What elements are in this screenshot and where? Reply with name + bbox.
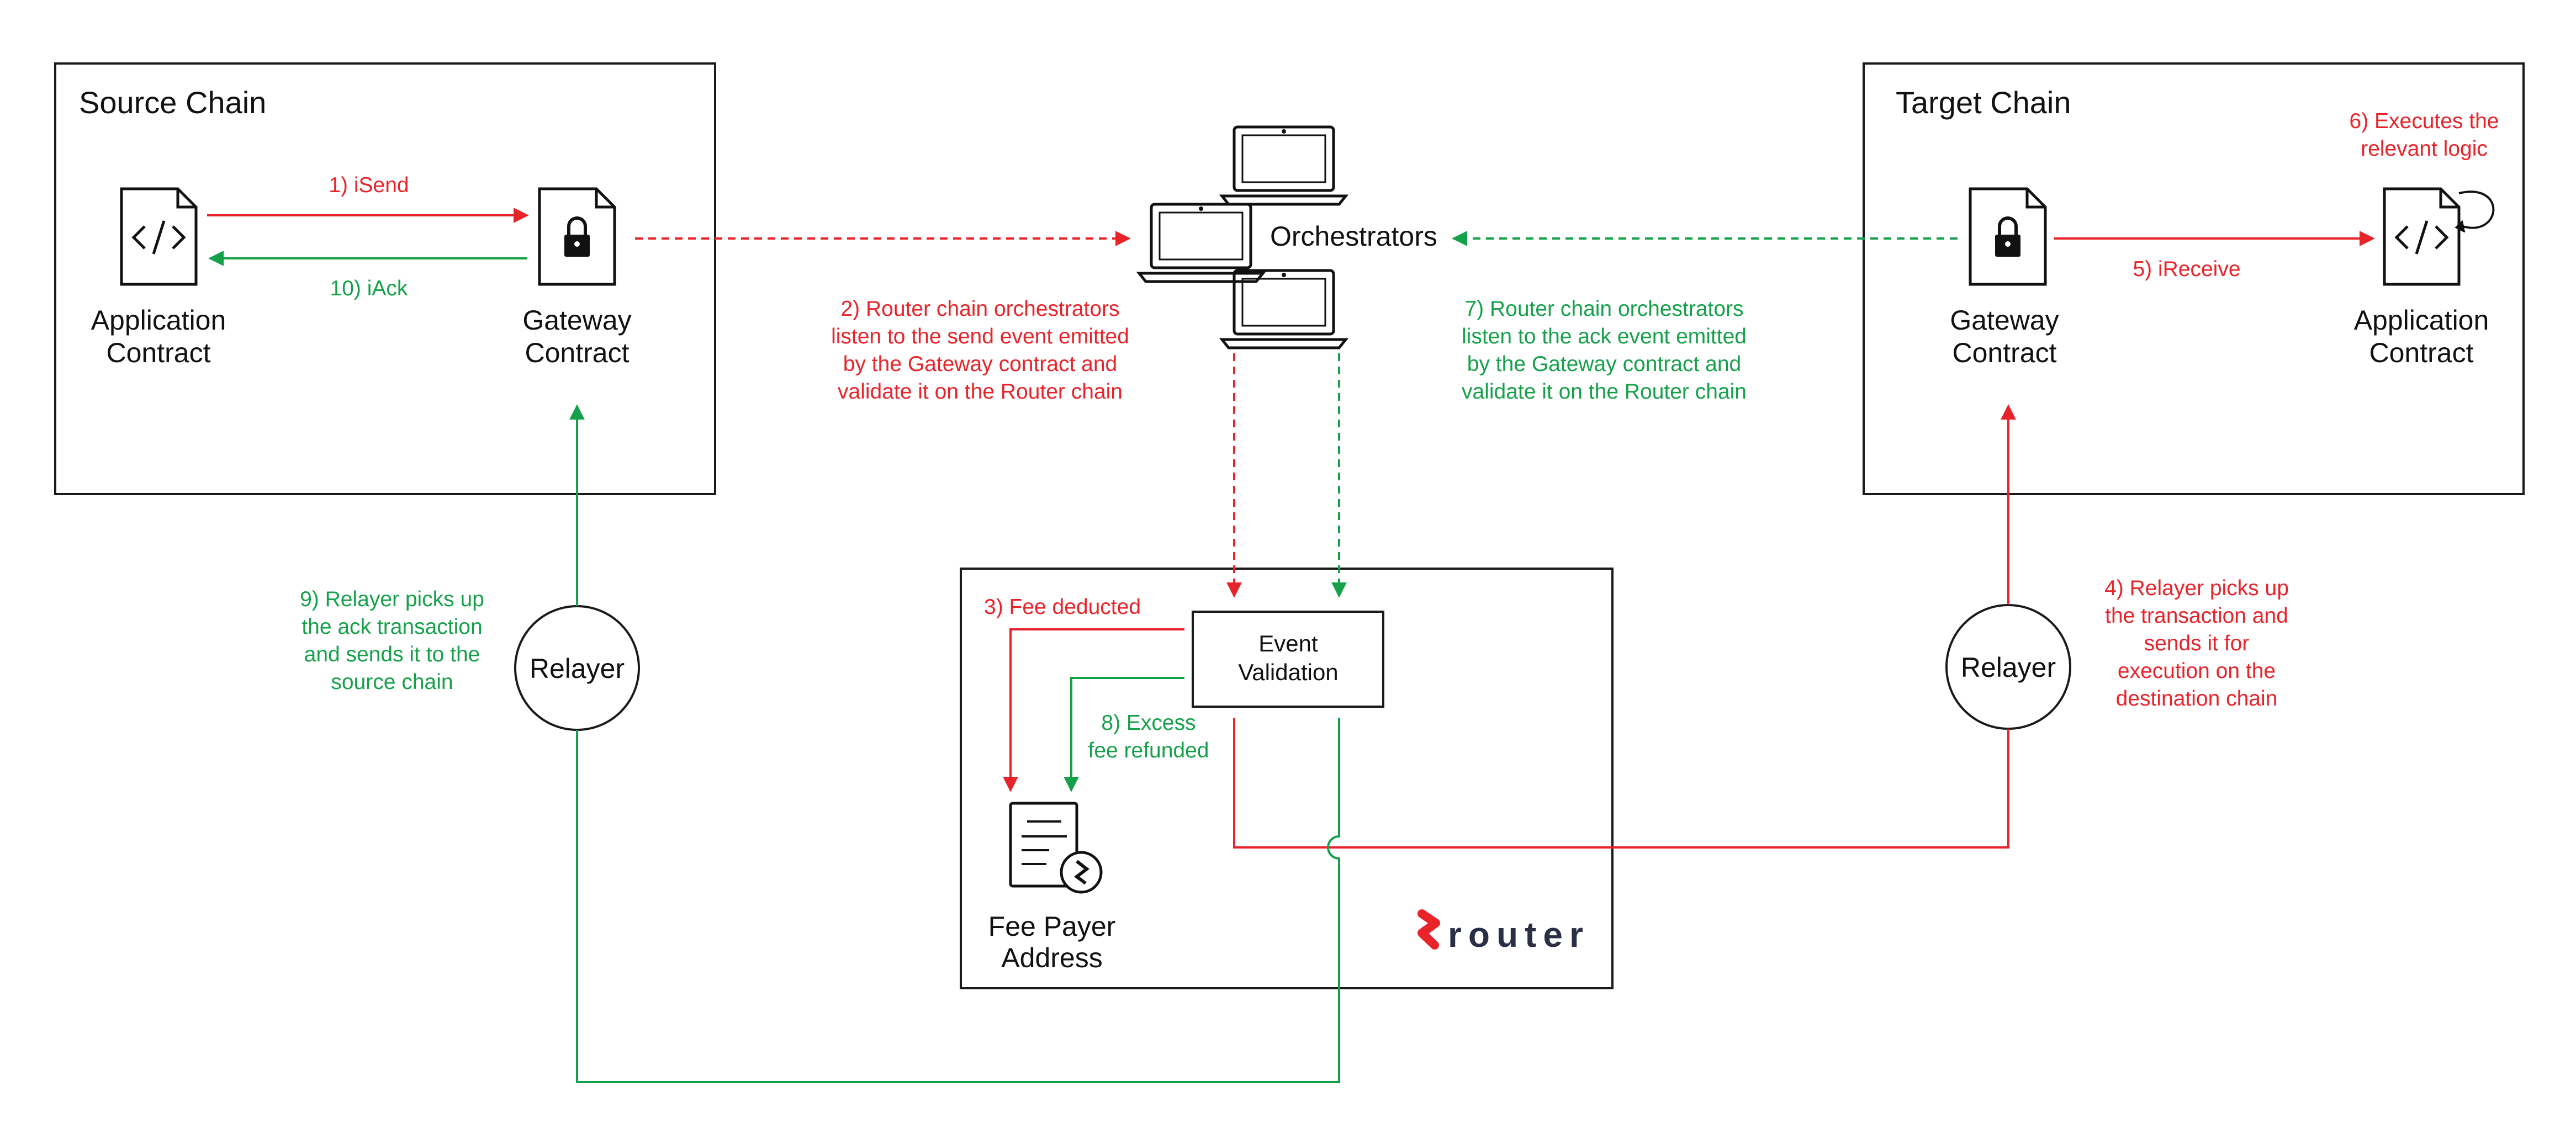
validation-to-left-relayer-line (576, 718, 1340, 1083)
router-chain-box (960, 568, 1614, 989)
relayer-left-label: Relayer (530, 653, 625, 684)
step-8-label: 8) Excess fee refunded (1088, 711, 1209, 762)
svg-text:validate it on the Router chai: validate it on the Router chain (1462, 380, 1747, 404)
svg-text:destination chain: destination chain (2116, 687, 2278, 711)
svg-text:2) Router chain orchestrators: 2) Router chain orchestrators (840, 297, 1119, 321)
target-gateway-label-2: Contract (1953, 337, 2057, 368)
fee-payer-label-2: Address (1001, 942, 1102, 973)
svg-text:the transaction and: the transaction and (2105, 604, 2288, 628)
executes-logic-loop-arrow (2458, 190, 2495, 229)
svg-text:listen to the ack event emitte: listen to the ack event emitted (1462, 325, 1747, 348)
svg-text:relevant logic: relevant logic (2361, 137, 2488, 161)
target-application-contract-icon (2383, 187, 2461, 286)
svg-text:9) Relayer picks up: 9) Relayer picks up (300, 587, 484, 611)
step-6-label: 6) Executes the relevant logic (2350, 109, 2499, 161)
source-gateway-label-2: Contract (525, 337, 630, 368)
svg-text:execution on the: execution on the (2118, 659, 2276, 683)
event-validation-label-1: Event (1258, 630, 1318, 656)
source-gateway-label-1: Gateway (522, 305, 631, 336)
orchestrators-label: Orchestrators (1270, 221, 1437, 252)
source-application-contract-icon (120, 187, 198, 286)
target-gateway-label-1: Gateway (1950, 305, 2059, 336)
step-7-label: 7) Router chain orchestrators listen to … (1462, 297, 1747, 404)
fee-payer-label-1: Fee Payer (988, 911, 1116, 942)
target-app-contract-label-2: Contract (2369, 337, 2474, 368)
source-chain-title: Source Chain (79, 85, 266, 120)
svg-text:the ack transaction: the ack transaction (301, 615, 482, 639)
orchestrators-laptops-icon (1136, 125, 1349, 349)
event-validation-label-2: Validation (1238, 659, 1338, 685)
svg-text:and sends it to the: and sends it to the (304, 643, 480, 666)
validation-to-right-relayer-line (1233, 718, 2009, 849)
svg-text:by the Gateway contract and: by the Gateway contract and (843, 352, 1117, 376)
target-chain-title: Target Chain (1896, 85, 2071, 120)
step-10-label: 10) iAck (330, 277, 408, 300)
svg-text:fee refunded: fee refunded (1088, 739, 1209, 762)
target-gateway-contract-lock-icon (1969, 187, 2047, 286)
svg-text:sends it for: sends it for (2144, 632, 2250, 655)
svg-text:source chain: source chain (331, 670, 453, 694)
svg-text:8) Excess: 8) Excess (1101, 711, 1196, 735)
svg-text:by the Gateway contract and: by the Gateway contract and (1467, 352, 1741, 376)
step-5-label: 5) iReceive (2133, 257, 2240, 281)
step-1-label: 1) iSend (329, 173, 409, 197)
svg-text:7) Router chain orchestrators: 7) Router chain orchestrators (1464, 297, 1743, 321)
fee-payer-address-icon (1009, 802, 1103, 894)
fee-refund-arrow (1064, 677, 1184, 792)
target-app-contract-label-1: Application (2354, 305, 2489, 336)
step-9-label: 9) Relayer picks up the ack transaction … (300, 587, 484, 694)
svg-text:validate it on the Router chai: validate it on the Router chain (838, 380, 1123, 404)
source-gateway-contract-lock-icon (538, 187, 616, 286)
source-app-contract-label-1: Application (91, 305, 226, 336)
svg-text:listen to the send event emitt: listen to the send event emitted (831, 325, 1129, 348)
svg-text:6) Executes the: 6) Executes the (2350, 109, 2499, 133)
step-3-label: 3) Fee deducted (984, 595, 1141, 619)
relayer-right-label: Relayer (1961, 652, 2056, 683)
router-brand-text: router (1448, 915, 1590, 955)
step-4-label: 4) Relayer picks up the transaction and … (2104, 576, 2289, 711)
fee-deducted-arrow (1003, 628, 1184, 792)
event-validation-box (1192, 611, 1384, 708)
router-logo: router (1417, 909, 1590, 955)
source-chain-box (54, 62, 716, 495)
step-2-label: 2) Router chain orchestrators listen to … (831, 297, 1129, 404)
target-chain-box (1863, 62, 2525, 495)
svg-text:4) Relayer picks up: 4) Relayer picks up (2104, 576, 2289, 600)
source-app-contract-label-2: Contract (107, 337, 211, 368)
